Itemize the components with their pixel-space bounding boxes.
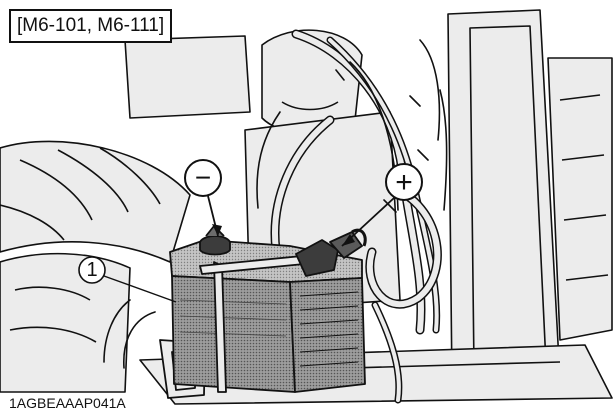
positive-symbol: + [395, 166, 413, 199]
negative-terminal-callout [184, 159, 222, 237]
model-label: [M6-101, M6-111] [9, 9, 173, 43]
negative-terminal-icon [184, 159, 222, 197]
positive-terminal-callout [341, 163, 423, 247]
battery-callout [78, 256, 177, 303]
figure-code: 1AGBEAAAP041A [5, 393, 130, 413]
positive-terminal-icon [385, 163, 423, 201]
battery [159, 225, 367, 399]
negative-symbol: − [195, 162, 211, 193]
engine-bay-background [0, 9, 613, 405]
callout-number-1: 1 [86, 259, 98, 281]
